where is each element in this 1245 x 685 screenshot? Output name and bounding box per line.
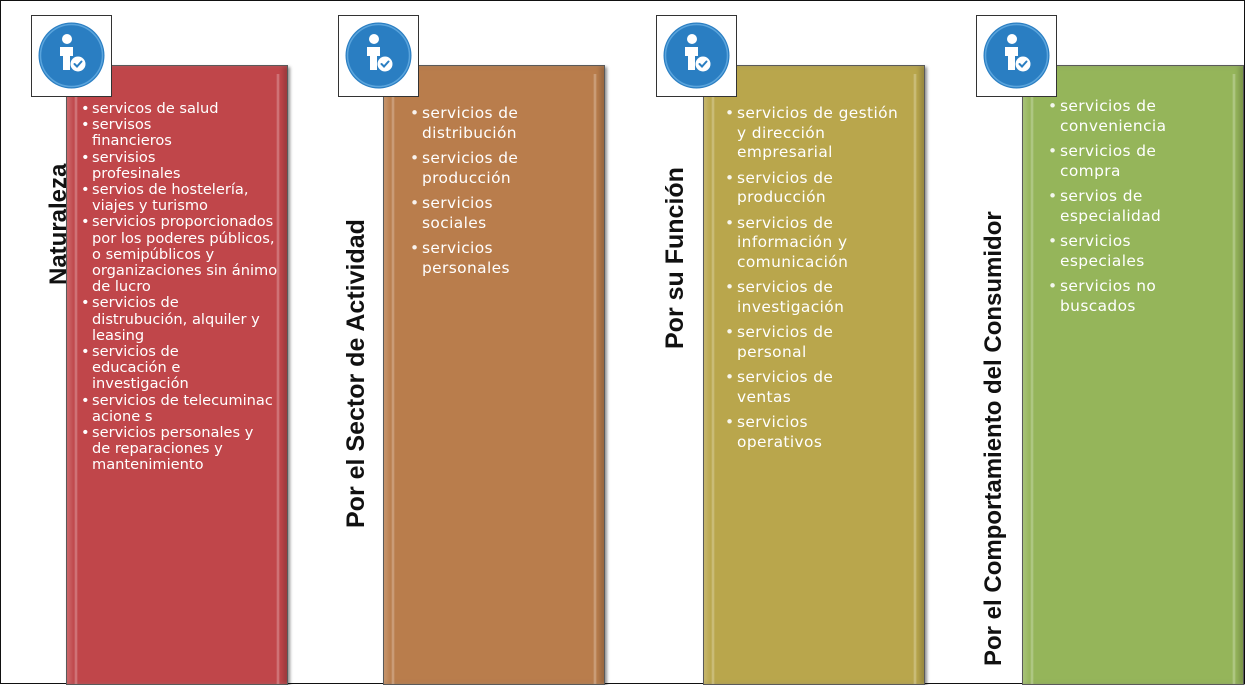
naturaleza-list: servicos de salud servisos financieros s… xyxy=(80,100,280,474)
list-item: servicios no buscados xyxy=(1048,277,1190,316)
list-item: servicios de conveniencia xyxy=(1048,97,1228,136)
naturaleza-icon-frame xyxy=(31,15,112,97)
list-item: servios de especialidad xyxy=(1048,187,1228,226)
list-item: servicios de compra xyxy=(1048,142,1190,181)
person-check-icon xyxy=(983,22,1050,89)
list-item: servicios de personal xyxy=(725,323,887,362)
sector-list: servicios de distribución servicios de p… xyxy=(410,104,585,284)
list-item: servicios de distrubución, alquiler y le… xyxy=(80,295,267,344)
list-item: servicios de investigación xyxy=(725,278,905,317)
list-item: servicios sociales xyxy=(410,194,522,233)
list-item: servisios profesinales xyxy=(80,149,222,182)
list-item: servicios de producción xyxy=(725,169,905,208)
comportamiento-icon-frame xyxy=(976,15,1057,97)
sector-label: Por el Sector de Actividad xyxy=(342,219,370,528)
list-item: servicios proporcionados por los poderes… xyxy=(80,214,280,295)
list-item: servicios de educación e investigación xyxy=(80,344,257,393)
funcion-label: Por su Función xyxy=(661,167,689,349)
list-item: servicios operativos xyxy=(725,413,857,452)
list-item: servisos financieros xyxy=(80,117,222,150)
list-item: servicos de salud xyxy=(80,100,280,117)
person-check-icon xyxy=(38,22,105,89)
list-item: servicios de información y comunicación xyxy=(725,214,905,273)
list-item: servicios de producción xyxy=(410,149,585,188)
list-item: servicios de gestión y dirección empresa… xyxy=(725,104,902,163)
person-check-icon xyxy=(345,22,412,89)
funcion-list: servicios de gestión y dirección empresa… xyxy=(725,104,905,458)
funcion-icon-frame xyxy=(656,15,737,97)
person-check-icon xyxy=(663,22,730,89)
list-item: servicios de ventas xyxy=(725,368,887,407)
naturaleza-label: Naturaleza xyxy=(45,163,72,285)
list-item: servicios personales xyxy=(410,239,522,278)
list-item: servios de hostelería, viajes y turismo xyxy=(80,181,280,214)
comportamiento-label: Por el Comportamiento del Consumidor xyxy=(980,211,1007,666)
list-item: servicios personales y de reparaciones y… xyxy=(80,425,272,474)
sector-icon-frame xyxy=(338,15,419,97)
list-item: servicios de telecuminacacione s xyxy=(80,392,277,425)
list-item: servicios especiales xyxy=(1048,232,1180,271)
list-item: servicios de distribución xyxy=(410,104,585,143)
comportamiento-list: servicios de conveniencia servicios de c… xyxy=(1048,97,1228,322)
